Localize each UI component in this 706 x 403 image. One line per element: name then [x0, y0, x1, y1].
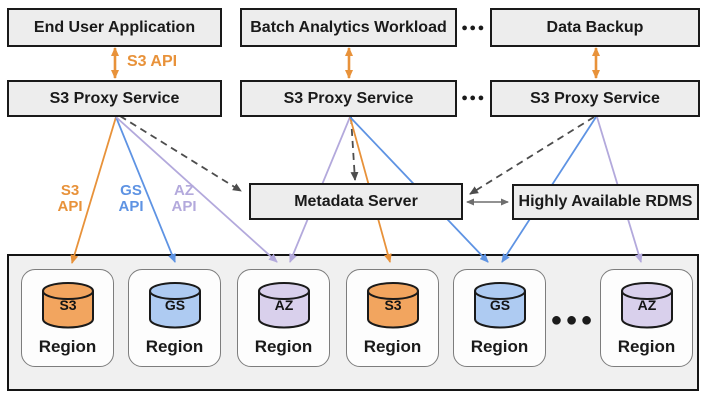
- s3-proxy-service-box-1: S3 Proxy Service: [7, 80, 222, 117]
- s3-proxy-service-label-2: S3 Proxy Service: [283, 89, 414, 107]
- ellipsis-icon: ●●●: [550, 308, 596, 332]
- data-backup-label: Data Backup: [546, 18, 644, 36]
- gs-api-legend: GS API: [109, 183, 153, 215]
- region-label: Region: [470, 337, 529, 356]
- batch-analytics-workload-box: Batch Analytics Workload: [240, 8, 457, 47]
- s3-proxy-service-label-1: S3 Proxy Service: [49, 89, 180, 107]
- region-card-az-1: AZ Region: [237, 269, 330, 367]
- s3-api-legend: S3 API: [48, 183, 92, 215]
- s3-database-icon: S3: [39, 280, 97, 332]
- proxy1-az-line: [115, 116, 278, 263]
- ellipsis-proxy-glyphs: ●●●: [461, 92, 486, 104]
- gs-api-legend-line2: API: [118, 198, 144, 215]
- region-label: Region: [254, 337, 313, 356]
- gs-api-legend-line1: GS: [120, 182, 142, 199]
- proxy1-metadata-dashed-line: [119, 115, 242, 192]
- database-type-label: S3: [384, 297, 402, 313]
- database-type-label: AZ: [637, 297, 657, 313]
- database-type-label: GS: [164, 297, 186, 313]
- region-card-s3-2: S3 Region: [346, 269, 439, 367]
- region-card-s3-1: S3 Region: [21, 269, 114, 367]
- region-label: Region: [145, 337, 204, 356]
- ellipsis-icon: ●●●: [457, 89, 490, 107]
- batch-analytics-workload-label: Batch Analytics Workload: [250, 18, 447, 36]
- rdms-label: Highly Available RDMS: [518, 193, 693, 211]
- ellipsis-regions-glyphs: ●●●: [550, 308, 596, 331]
- ellipsis-top-glyphs: ●●●: [461, 22, 486, 34]
- gs-database-icon: GS: [146, 280, 204, 332]
- database-type-label: S3: [59, 297, 77, 313]
- s3-proxy-service-box-2: S3 Proxy Service: [240, 80, 457, 117]
- proxy1-s3-line: [70, 116, 117, 264]
- database-type-label: GS: [489, 297, 511, 313]
- az-api-legend: AZ API: [162, 183, 206, 215]
- gs-database-icon: GS: [471, 280, 529, 332]
- s3-api-tag: S3 API: [127, 53, 178, 70]
- az-database-icon: AZ: [618, 280, 676, 332]
- region-label: Region: [363, 337, 422, 356]
- metadata-server-label: Metadata Server: [294, 192, 418, 210]
- s3-database-icon: S3: [364, 280, 422, 332]
- s3-api-legend-line2: API: [57, 198, 83, 215]
- region-card-gs-1: GS Region: [128, 269, 221, 367]
- proxy1-gs-line: [115, 116, 176, 263]
- az-api-legend-line1: AZ: [174, 182, 194, 199]
- proxy2-metadata-dashed-line: [350, 116, 359, 181]
- ellipsis-icon: ●●●: [457, 19, 490, 37]
- s3-api-legend-line1: S3: [60, 182, 80, 199]
- region-label: Region: [617, 337, 676, 356]
- rdms-box: Highly Available RDMS: [512, 184, 699, 220]
- end-user-application-label: End User Application: [33, 18, 196, 36]
- database-type-label: AZ: [274, 297, 294, 313]
- az-database-icon: AZ: [255, 280, 313, 332]
- end-user-application-box: End User Application: [7, 8, 222, 47]
- s3-proxy-service-label-3: S3 Proxy Service: [530, 89, 660, 107]
- region-card-az-2: AZ Region: [600, 269, 693, 367]
- region-card-gs-2: GS Region: [453, 269, 546, 367]
- az-api-legend-line2: API: [171, 198, 197, 215]
- data-backup-box: Data Backup: [490, 8, 700, 47]
- s3-proxy-service-box-3: S3 Proxy Service: [490, 80, 700, 117]
- region-label: Region: [38, 337, 97, 356]
- metadata-server-box: Metadata Server: [249, 183, 463, 220]
- proxy3-metadata-dashed-line: [469, 116, 595, 195]
